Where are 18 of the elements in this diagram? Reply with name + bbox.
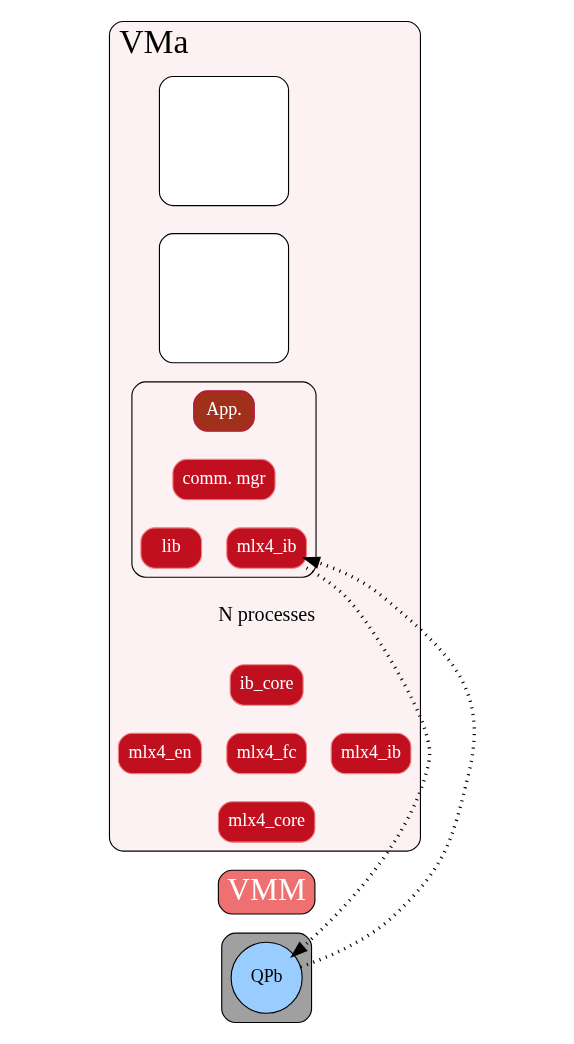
node-box: VMM — [217, 869, 315, 915]
node-box: mlx4_ib — [225, 527, 307, 569]
node-box: mlx4_ib — [330, 732, 411, 775]
arrow — [289, 566, 431, 959]
node-box: ib_core — [229, 664, 304, 706]
node-circle: QPb — [230, 941, 303, 1014]
node-box: mlx4_en — [117, 732, 202, 775]
node-box: mlx4_fc — [225, 732, 307, 775]
label: N processes — [217, 603, 315, 626]
node-box — [158, 75, 289, 207]
cluster — [220, 932, 312, 1024]
node-box: App. — [192, 390, 255, 432]
node-box: comm. mgr — [171, 458, 276, 501]
node-box: lib — [139, 527, 202, 569]
cluster — [130, 381, 317, 578]
arrow — [299, 556, 476, 969]
node-box — [158, 233, 289, 364]
node-box: mlx4_core — [217, 801, 315, 843]
